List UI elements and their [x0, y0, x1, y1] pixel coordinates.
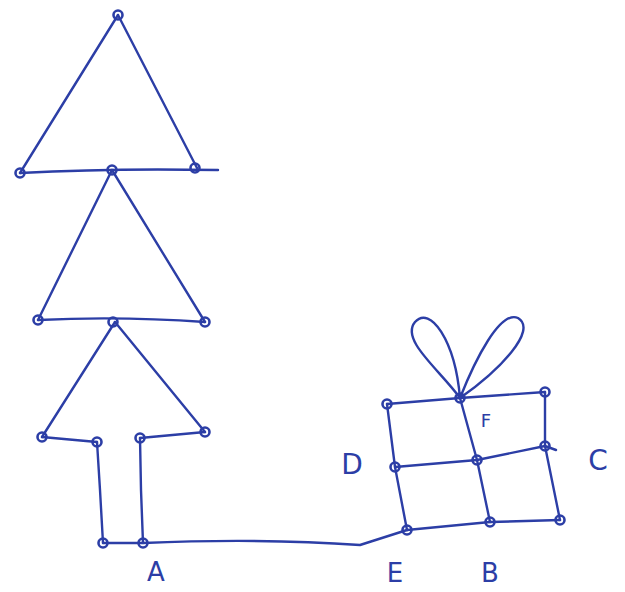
tree-trunk	[140, 438, 143, 543]
tree-edge	[38, 170, 112, 320]
tree-edge	[42, 322, 115, 437]
tree-edge	[20, 169, 218, 173]
point-label: E	[385, 560, 405, 586]
vertex-dots	[16, 11, 565, 548]
gift-edge	[395, 446, 556, 467]
tree-edge	[118, 15, 197, 168]
gift-edge	[407, 520, 560, 530]
tree-edge	[38, 318, 205, 322]
gift-edge	[545, 392, 560, 520]
gift-bow	[460, 317, 524, 398]
gift-bow	[412, 318, 460, 398]
point-label: D	[339, 451, 365, 479]
point-label: C	[586, 447, 610, 475]
tree-edge	[115, 322, 205, 432]
point-label: B	[479, 560, 501, 586]
gift-edge	[387, 404, 407, 530]
point-label: A	[145, 559, 167, 585]
tree-edge	[20, 15, 118, 173]
tree-edge	[42, 432, 205, 442]
tree-edge	[112, 170, 205, 322]
tree-trunk	[97, 442, 103, 543]
point-label: F	[479, 412, 493, 430]
